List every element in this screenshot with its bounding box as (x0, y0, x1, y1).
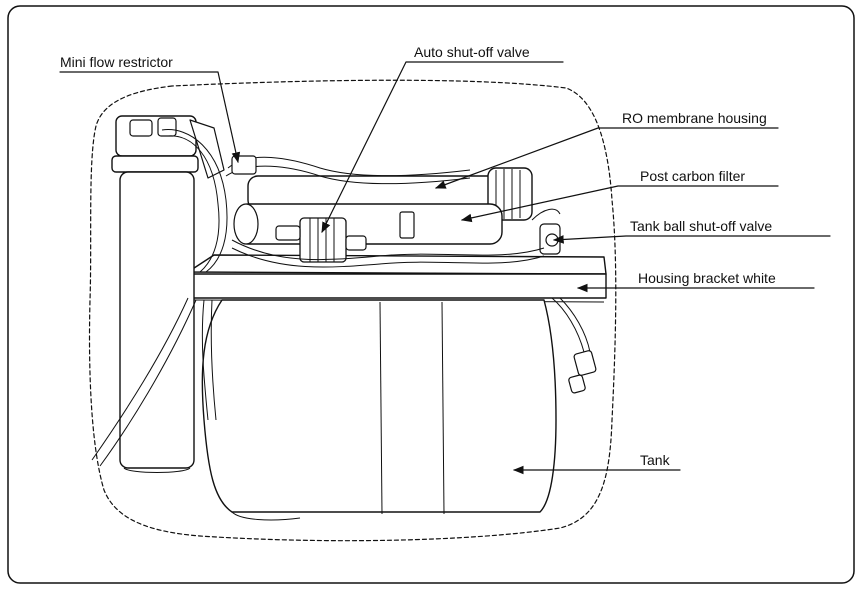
leader-ro-membrane-housing (434, 127, 779, 189)
post-carbon-filter (233, 203, 503, 245)
auto-shutoff-valve-body (275, 217, 367, 263)
leader-auto-shutoff-valve (321, 61, 564, 233)
labels: Mini flow restrictor Auto shut-off valve… (60, 44, 776, 468)
label-tank: Tank (640, 452, 671, 468)
leader-mini-flow-restrictor (59, 71, 241, 164)
label-tank-ball-shutoff-valve: Tank ball shut-off valve (630, 218, 772, 234)
label-housing-bracket-white: Housing bracket white (638, 270, 776, 286)
top-tubing (225, 155, 545, 268)
leader-lines (59, 61, 831, 475)
outer-frame (7, 5, 855, 584)
leader-tank-ball-shutoff-valve (552, 235, 831, 244)
housing-bracket (187, 254, 607, 303)
label-auto-shutoff-valve: Auto shut-off valve (414, 44, 530, 60)
label-ro-membrane-housing: RO membrane housing (622, 110, 767, 126)
tank-body (201, 297, 597, 521)
leader-post-carbon-filter (460, 185, 779, 223)
dashed-outline (88, 79, 617, 542)
label-post-carbon-filter: Post carbon filter (640, 168, 745, 184)
left-tubing (91, 129, 228, 467)
label-mini-flow-restrictor: Mini flow restrictor (60, 54, 173, 70)
prefilter-canister (111, 115, 225, 473)
tank-ball-valve-body (531, 208, 561, 255)
